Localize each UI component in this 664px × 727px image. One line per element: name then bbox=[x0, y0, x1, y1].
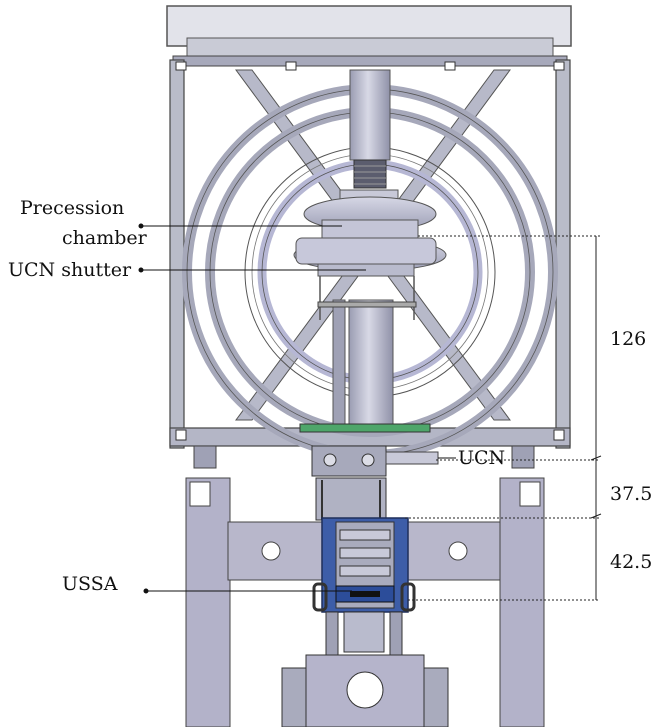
dimension-37-5: 37.5 bbox=[610, 483, 652, 505]
bottom-plate bbox=[281, 654, 449, 727]
label-ucn-shutter: UCN shutter bbox=[8, 259, 132, 281]
support-legs bbox=[185, 477, 545, 727]
dimension-126: 126 bbox=[610, 328, 646, 350]
ussa-assembly bbox=[312, 477, 416, 727]
dimension-lines bbox=[405, 235, 602, 601]
precession-chamber bbox=[293, 196, 447, 320]
leader-lines bbox=[138, 223, 456, 594]
base-coupling bbox=[193, 423, 535, 477]
label-ussa: USSA bbox=[62, 573, 118, 595]
label-precession-line2: chamber bbox=[62, 227, 148, 249]
label-ucn: UCN bbox=[458, 447, 505, 469]
dimension-42-5: 42.5 bbox=[610, 551, 652, 573]
label-precession-line1: Precession bbox=[20, 197, 124, 219]
central-column bbox=[332, 69, 399, 431]
